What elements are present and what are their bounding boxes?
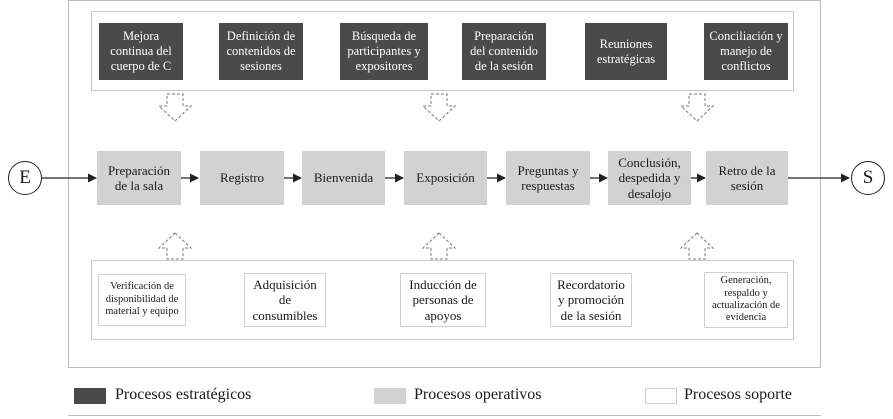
support-process-3: Inducción de personas de apoyos xyxy=(400,273,486,327)
operative-process-5: Preguntas y respuestas xyxy=(506,151,590,205)
operative-process-2: Registro xyxy=(200,151,284,205)
legend-swatch-operative xyxy=(374,388,406,404)
support-process-5: Generación, respaldo y actualización de … xyxy=(704,272,788,328)
strategic-process-4: Preparación del contenido de la sesión xyxy=(462,23,546,80)
strategic-process-3: Búsqueda de participantes y expositores xyxy=(340,23,428,80)
support-up-arrow-1 xyxy=(157,232,193,260)
strategic-process-5: Reuniones estratégicas xyxy=(585,23,667,80)
support-process-1: Verificación de disponibilidad de materi… xyxy=(98,274,186,326)
legend-divider xyxy=(68,415,821,416)
strategic-process-6: Conciliación y manejo de conflictos xyxy=(704,23,788,80)
strategic-process-2: Definición de contenidos de sesiones xyxy=(219,23,303,80)
strategic-down-arrow-1 xyxy=(157,93,193,122)
legend-swatch-support xyxy=(645,388,677,404)
strategic-down-arrow-3 xyxy=(679,93,715,122)
legend-label-support: Procesos soporte xyxy=(684,386,792,403)
operative-process-7: Retro de la sesión xyxy=(706,151,788,205)
operative-process-4: Exposición xyxy=(404,151,487,205)
support-up-arrow-2 xyxy=(421,232,457,260)
legend-swatch-strategic xyxy=(74,388,106,404)
operative-process-1: Preparación de la sala xyxy=(97,151,181,205)
legend-label-strategic: Procesos estratégicos xyxy=(115,386,252,403)
support-process-4: Recordatorio y promoción de la sesión xyxy=(550,273,632,327)
operative-process-3: Bienvenida xyxy=(302,151,385,205)
support-process-2: Adquisición de consumibles xyxy=(244,273,326,327)
legend-label-operative: Procesos operativos xyxy=(414,386,542,403)
strategic-process-1: Mejora continua del cuerpo de C xyxy=(99,23,183,80)
operative-process-6: Conclusión, despedida y desalojo xyxy=(608,151,691,205)
start-node: E xyxy=(8,161,42,195)
strategic-down-arrow-2 xyxy=(421,93,457,122)
strategic-panel xyxy=(91,11,794,91)
support-up-arrow-3 xyxy=(679,232,715,260)
end-node: S xyxy=(851,161,885,195)
